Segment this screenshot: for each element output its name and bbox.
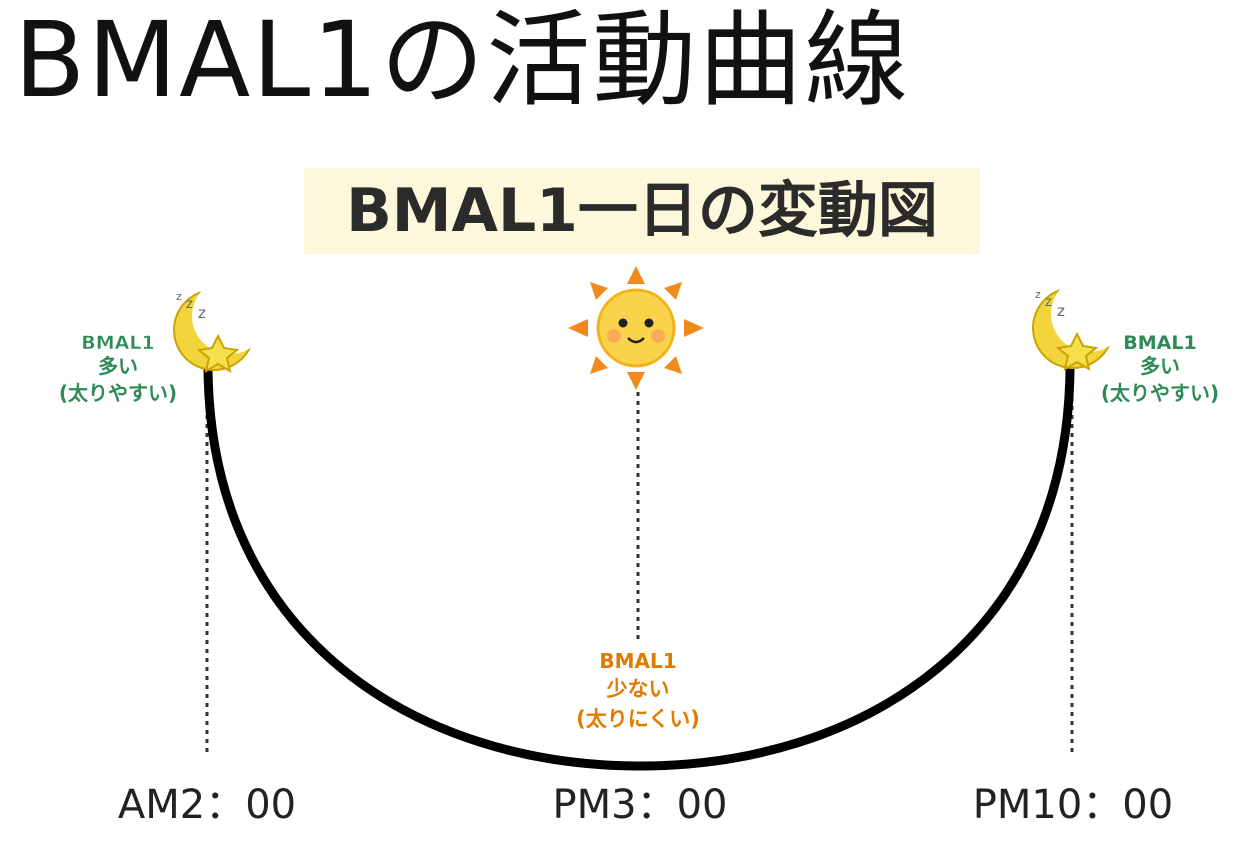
svg-text:z: z <box>1035 288 1041 301</box>
right-note-line1: BMAL1 <box>1123 332 1196 354</box>
right-note: BMAL1 多い (太りやすい) <box>1101 332 1219 405</box>
svg-text:z: z <box>186 297 193 312</box>
bottom-note-line1: BMAL1 <box>599 649 676 673</box>
bottom-note-line3: (太りにくい) <box>576 707 700 731</box>
activity-curve <box>203 363 1075 771</box>
time-label-right: PM10：00 <box>973 782 1173 828</box>
bottom-note: BMAL1 少ない (太りにくい) <box>548 648 728 734</box>
right-note-line3: (太りやすい) <box>1101 381 1219 405</box>
left-note-line2: 多い <box>98 354 138 378</box>
left-note-line1: BMAL1 <box>81 332 154 354</box>
sleeping-moon-icon: z z z <box>1032 276 1127 372</box>
svg-text:z: z <box>1045 295 1052 310</box>
svg-text:z: z <box>1057 302 1065 320</box>
time-label-middle: PM3：00 <box>553 782 728 828</box>
time-label-left: AM2：00 <box>118 782 296 828</box>
page-title: BMAL1の活動曲線 <box>14 0 911 121</box>
right-note-line2: 多い <box>1140 354 1180 378</box>
bottom-note-line2: 少ない <box>606 677 670 701</box>
svg-text:z: z <box>198 304 206 322</box>
diagram-title-box: BMAL1一日の変動図 <box>304 168 980 254</box>
left-note: BMAL1 多い (太りやすい) <box>59 332 177 405</box>
diagram-title: BMAL1一日の変動図 <box>346 176 938 246</box>
smiling-sun-icon <box>568 266 704 390</box>
left-note-line3: (太りやすい) <box>59 381 177 405</box>
svg-text:z: z <box>176 290 182 303</box>
sleeping-moon-icon: z z z <box>173 278 268 374</box>
